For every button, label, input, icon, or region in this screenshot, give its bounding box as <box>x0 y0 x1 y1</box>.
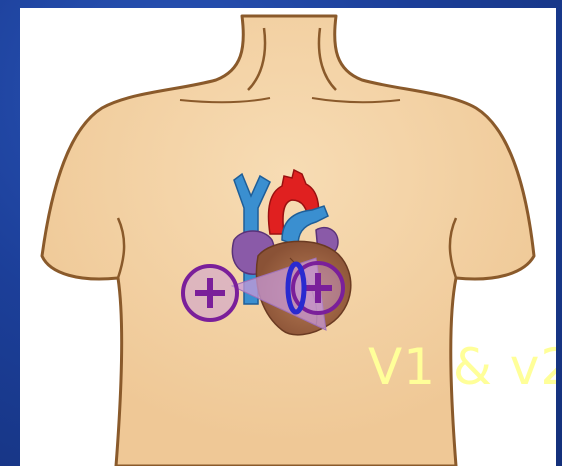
electrode-v1 <box>183 266 237 320</box>
lead-label: V1 & v2 <box>368 342 556 392</box>
plus-icon-vertical <box>207 278 213 308</box>
plus-icon-vertical <box>315 273 321 303</box>
torso-illustration <box>20 8 556 466</box>
illustration-panel: V1 & v2 <box>20 8 556 466</box>
